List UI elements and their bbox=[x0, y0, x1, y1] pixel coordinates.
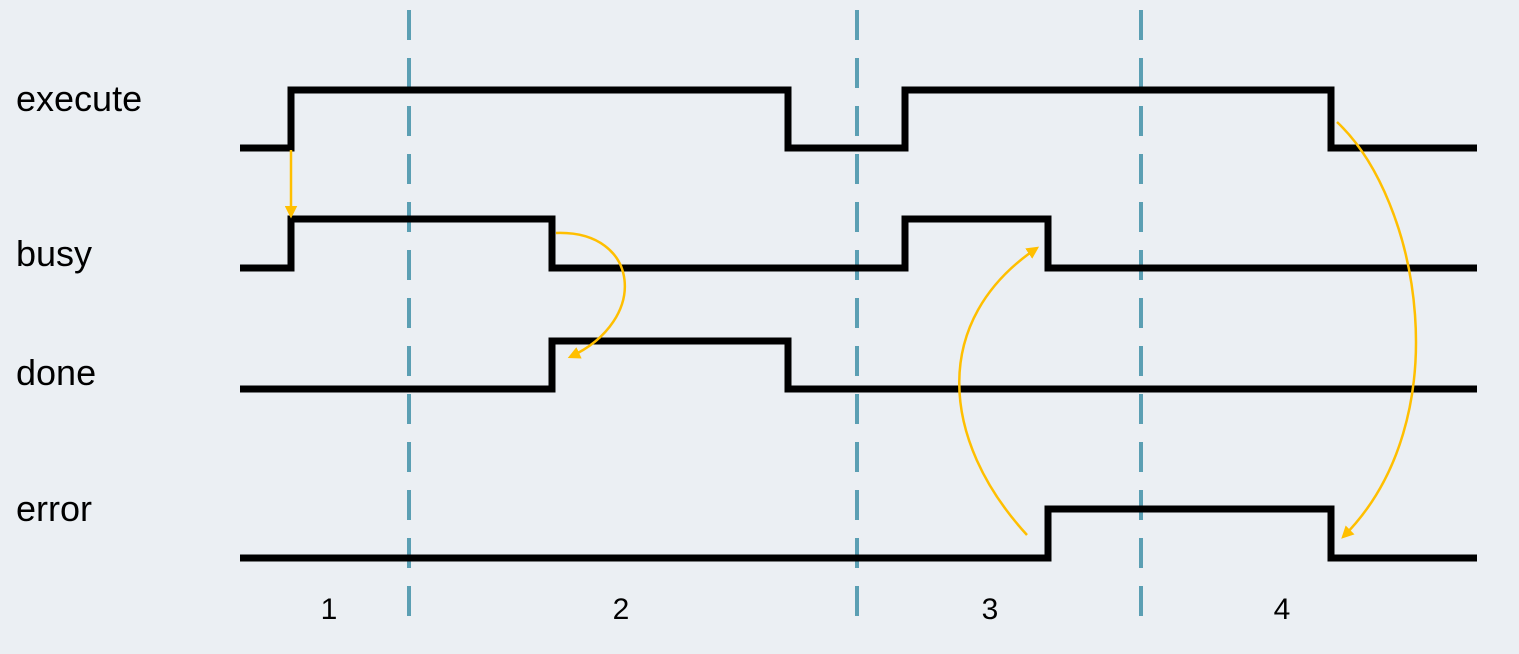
signal-label-execute: execute bbox=[16, 78, 142, 119]
signal-trace-error bbox=[240, 505, 1477, 562]
signal-trace-done bbox=[240, 337, 1477, 393]
phase-label-2: 2 bbox=[613, 593, 630, 626]
arrow-execute-to-error bbox=[1336, 121, 1418, 539]
arrow-error-to-busy bbox=[958, 246, 1040, 536]
phase-label-3: 3 bbox=[982, 593, 999, 626]
signal-trace-busy bbox=[240, 215, 1477, 272]
signal-label-busy: busy bbox=[16, 233, 92, 274]
signal-label-done: done bbox=[16, 352, 96, 393]
signal-trace-execute bbox=[240, 86, 1477, 152]
arrow-busy-to-done bbox=[555, 231, 627, 359]
signal-label-error: error bbox=[16, 488, 92, 529]
phase-label-4: 4 bbox=[1274, 593, 1291, 626]
phase-label-1: 1 bbox=[321, 593, 338, 626]
